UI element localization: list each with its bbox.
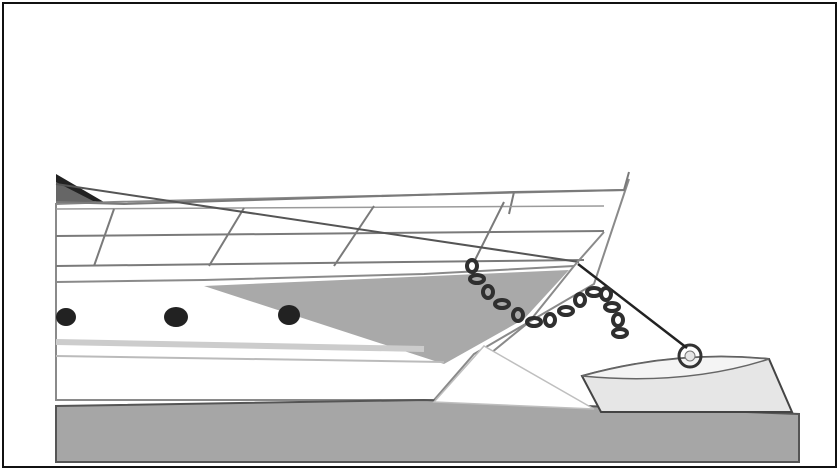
hull-stripe-1: [55, 339, 425, 352]
rail-post-1: [93, 208, 115, 267]
porthole-1: [56, 308, 76, 326]
chain-link: [557, 305, 575, 317]
rail-post-2: [208, 207, 245, 267]
mooring-line: [577, 263, 688, 349]
anchor-chain: [465, 258, 629, 339]
chain-link: [493, 298, 511, 310]
bow-shadow-light: [56, 182, 99, 204]
chain-link: [611, 312, 625, 328]
deck-rail-front: [508, 191, 515, 215]
deck-rail-line-2: [55, 259, 585, 267]
chain-link: [573, 292, 587, 308]
mooring-ring-inner: [684, 350, 696, 362]
chain-link: [465, 258, 479, 274]
chain-link: [468, 273, 486, 285]
chain-link: [585, 286, 603, 298]
chain-link: [481, 284, 495, 300]
chain-link: [525, 316, 543, 328]
hull-shadow: [204, 270, 569, 364]
porthole-2: [164, 307, 188, 327]
bollard-top: [581, 355, 770, 380]
chain-link: [611, 327, 629, 339]
chain-link: [603, 301, 621, 313]
hull-wedge: [432, 345, 595, 410]
porthole-3: [278, 305, 300, 325]
chain-link: [599, 286, 613, 302]
rail-post-3: [333, 205, 375, 267]
stay-line: [55, 183, 580, 263]
chain-link: [511, 307, 525, 323]
mooring-ring: [677, 343, 703, 369]
deck-edge: [55, 265, 575, 283]
rail-post-4: [473, 201, 505, 263]
deck-rail-line-3: [55, 205, 605, 210]
hull-stripe-2: [55, 355, 445, 363]
chain-link: [543, 312, 557, 328]
boat-mooring-illustration: [55, 171, 800, 463]
dock: [55, 398, 800, 463]
deck-rail-line-1: [55, 230, 605, 237]
